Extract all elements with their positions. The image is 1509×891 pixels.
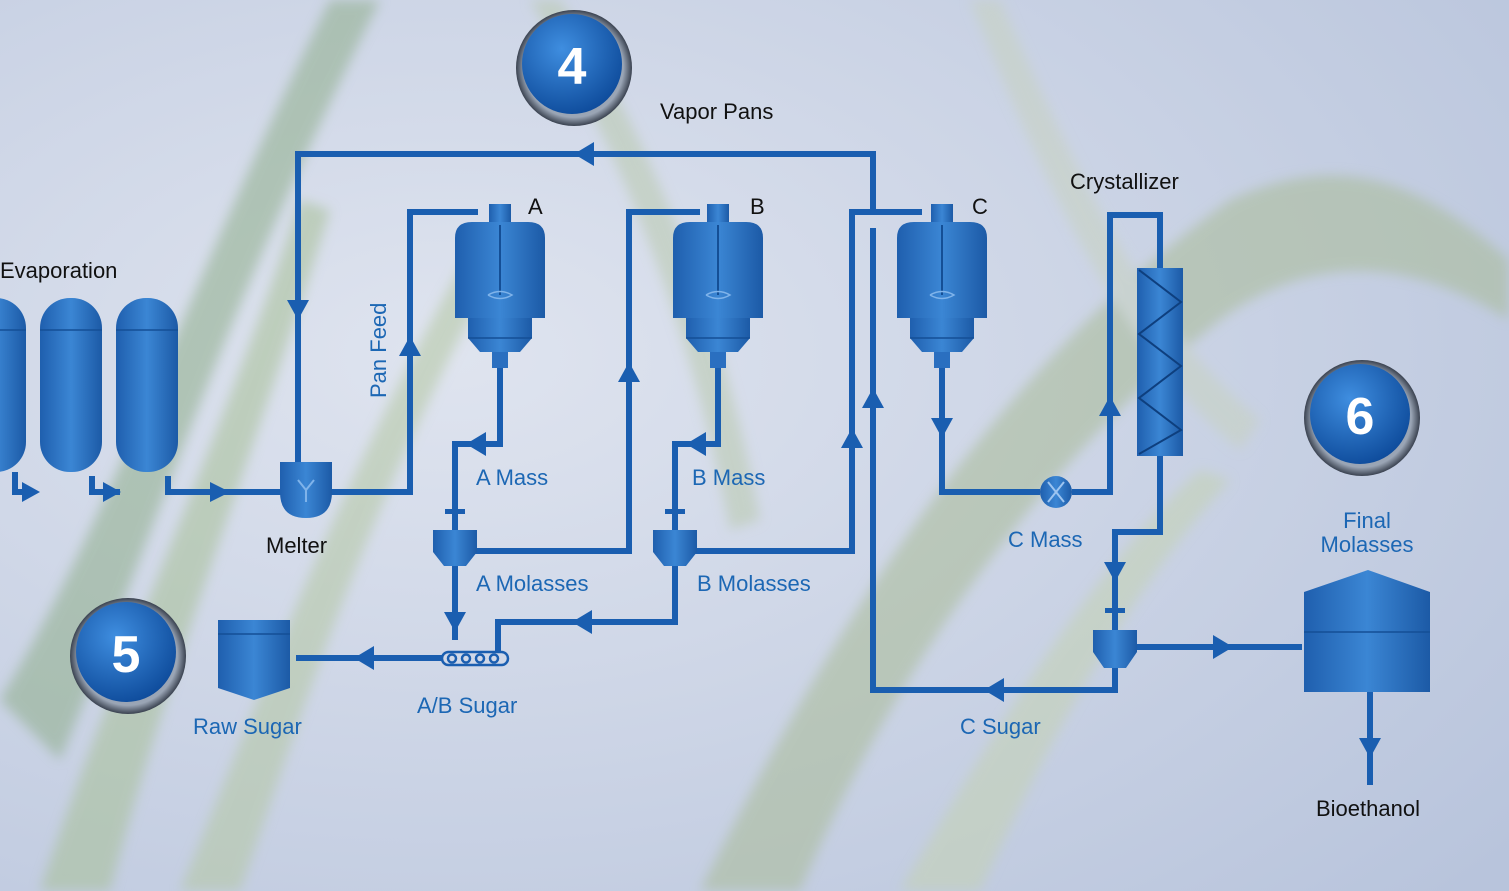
label-b-mass: B Mass: [692, 465, 765, 490]
arrow-down-icon: [287, 300, 309, 320]
evaporator-2: [40, 298, 102, 472]
evaporator-3: [116, 298, 178, 472]
raw-sugar-bin: [218, 620, 290, 700]
label-vapor-pans: Vapor Pans: [660, 99, 773, 124]
arrow-down-icon: [931, 418, 953, 438]
step-badge-4: 4: [516, 10, 632, 126]
arrow-right-icon: [103, 482, 121, 502]
label-pan-c: C: [972, 194, 988, 219]
label-a-molasses: A Molasses: [476, 571, 589, 596]
label-b-molasses: B Molasses: [697, 571, 811, 596]
crystallizer-vessel: [1137, 268, 1183, 456]
label-crystallizer: Crystallizer: [1070, 169, 1179, 194]
arrow-up-icon: [862, 388, 884, 408]
arrow-left-icon: [574, 142, 594, 166]
label-evaporation: Evaporation: [0, 258, 117, 283]
melter-vessel: [280, 462, 332, 518]
final-molasses-tank: [1304, 570, 1430, 692]
arrow-left-icon: [984, 678, 1004, 702]
arrow-up-icon: [618, 362, 640, 382]
vacuum-pan-c: [897, 204, 987, 368]
step-number-4: 4: [558, 38, 587, 96]
label-melter: Melter: [266, 533, 327, 558]
centrifuge-b: [653, 509, 697, 566]
arrow-down-icon: [1359, 738, 1381, 758]
arrow-down-icon: [1104, 562, 1126, 582]
label-a-mass: A Mass: [476, 465, 548, 490]
pipe-c-mass: [942, 368, 1040, 492]
label-c-mass: C Mass: [1008, 527, 1083, 552]
step-badge-5: 5: [70, 598, 186, 714]
conveyor-belt: [442, 652, 508, 665]
vacuum-pan-a: [455, 204, 545, 368]
arrow-right-icon: [22, 482, 40, 502]
centrifuge-c: [1093, 608, 1137, 668]
label-ab-sugar: A/B Sugar: [417, 693, 517, 718]
arrow-up-icon: [399, 336, 421, 356]
pipe-crystallizer-out: [1115, 456, 1160, 610]
centrifuge-a: [433, 509, 477, 566]
evaporator-vessels: [0, 298, 178, 472]
arrow-left-icon: [686, 432, 706, 456]
step-number-6: 6: [1346, 388, 1375, 446]
label-final-molasses-line1: Final: [1343, 508, 1391, 533]
label-final-molasses-line2: Molasses: [1321, 532, 1414, 557]
evaporator-1: [0, 298, 26, 472]
arrow-left-icon: [466, 432, 486, 456]
arrow-right-icon: [210, 482, 230, 502]
arrow-right-icon: [1213, 635, 1233, 659]
label-raw-sugar: Raw Sugar: [193, 714, 302, 739]
arrow-up-icon: [1099, 396, 1121, 416]
c-mass-pump: [1040, 476, 1072, 508]
vacuum-pan-b: [673, 204, 763, 368]
arrow-left-icon: [354, 646, 374, 670]
arrow-up-icon: [841, 428, 863, 448]
label-pan-feed: Pan Feed: [366, 303, 391, 398]
label-pan-b: B: [750, 194, 765, 219]
label-c-sugar: C Sugar: [960, 714, 1041, 739]
label-pan-a: A: [528, 194, 543, 219]
step-number-5: 5: [112, 626, 141, 684]
label-bioethanol: Bioethanol: [1316, 796, 1420, 821]
arrow-down-icon: [444, 612, 466, 632]
step-badge-6: 6: [1304, 360, 1420, 476]
arrow-left-icon: [572, 610, 592, 634]
